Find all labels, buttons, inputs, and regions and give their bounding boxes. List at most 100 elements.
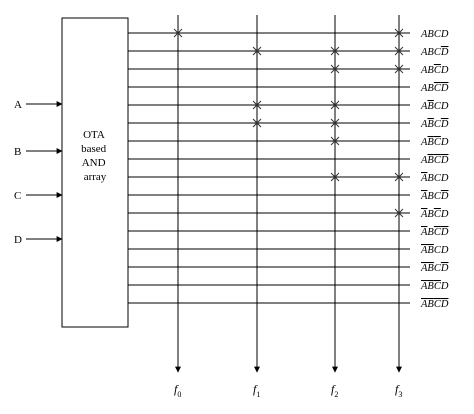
term-letter: C bbox=[434, 65, 442, 76]
term-letter: A bbox=[420, 47, 428, 58]
term-letter: B bbox=[427, 263, 434, 274]
inputs: A B C D bbox=[14, 99, 63, 246]
term-letter: A bbox=[420, 155, 428, 166]
product-term-label: ABCD bbox=[420, 173, 449, 184]
input-c-label: C bbox=[14, 190, 21, 202]
term-letter: D bbox=[440, 29, 449, 40]
output-label-sub: 2 bbox=[334, 390, 338, 399]
output-label-base: f bbox=[174, 382, 179, 396]
term-letter: D bbox=[440, 155, 449, 166]
term-letter: D bbox=[440, 245, 449, 256]
product-term-lines bbox=[128, 32, 410, 304]
input-a-label: A bbox=[14, 99, 22, 111]
term-letter: D bbox=[440, 191, 449, 202]
input-d: D bbox=[14, 234, 63, 246]
output-label-f2: f2 bbox=[331, 382, 338, 399]
cross-mark bbox=[173, 28, 183, 38]
term-letter: B bbox=[427, 101, 434, 112]
product-term-label: ABCD bbox=[420, 101, 449, 112]
term-letter: D bbox=[440, 173, 449, 184]
term-letter: D bbox=[440, 299, 449, 310]
term-letter: C bbox=[434, 227, 442, 238]
output-label-base: f bbox=[395, 382, 400, 396]
block-label-line-4: array bbox=[84, 171, 107, 183]
term-letter: B bbox=[427, 245, 434, 256]
term-letter: B bbox=[427, 119, 434, 130]
product-term-label: ABCD bbox=[420, 191, 449, 202]
term-letter: D bbox=[440, 119, 449, 130]
product-term-labels: ABCDABCDABCDABCDABCDABCDABCDABCDABCDABCD… bbox=[420, 29, 449, 310]
term-letter: C bbox=[434, 263, 442, 274]
term-letter: D bbox=[440, 83, 449, 94]
product-term-label: ABCD bbox=[420, 263, 449, 274]
product-term-label: ABCD bbox=[420, 83, 449, 94]
term-letter: A bbox=[420, 209, 428, 220]
term-letter: B bbox=[427, 65, 434, 76]
term-letter: C bbox=[434, 137, 442, 148]
term-letter: D bbox=[440, 65, 449, 76]
block-label-line-1: OTA bbox=[83, 129, 105, 141]
output-label-f3: f3 bbox=[395, 382, 402, 399]
term-letter: B bbox=[427, 83, 434, 94]
term-letter: D bbox=[440, 263, 449, 274]
term-letter: B bbox=[427, 29, 434, 40]
term-letter: A bbox=[420, 29, 428, 40]
output-lines bbox=[175, 15, 402, 373]
output-label-base: f bbox=[331, 382, 336, 396]
product-term-label: ABCD bbox=[420, 65, 449, 76]
input-c: C bbox=[14, 190, 63, 202]
term-letter: D bbox=[440, 209, 449, 220]
term-letter: B bbox=[427, 155, 434, 166]
term-letter: A bbox=[420, 281, 428, 292]
cross-mark bbox=[330, 100, 340, 110]
product-term-label: ABCD bbox=[420, 227, 449, 238]
block-label: OTA based AND array bbox=[81, 129, 109, 183]
input-b: B bbox=[14, 146, 63, 158]
term-letter: C bbox=[434, 209, 442, 220]
product-term-label: ABCD bbox=[420, 281, 449, 292]
term-letter: C bbox=[434, 281, 442, 292]
product-term-label: ABCD bbox=[420, 47, 449, 58]
term-letter: C bbox=[434, 83, 442, 94]
term-letter: A bbox=[420, 245, 428, 256]
term-letter: D bbox=[440, 227, 449, 238]
output-label-f0: f0 bbox=[174, 382, 181, 399]
input-d-label: D bbox=[14, 234, 22, 246]
cross-mark bbox=[330, 46, 340, 56]
output-label-base: f bbox=[253, 382, 258, 396]
product-term-label: ABCD bbox=[420, 299, 449, 310]
block-label-line-2: based bbox=[81, 143, 107, 155]
cross-mark bbox=[394, 46, 404, 56]
term-letter: D bbox=[440, 47, 449, 58]
product-term-label: ABCD bbox=[420, 119, 449, 130]
term-letter: A bbox=[420, 119, 428, 130]
term-letter: A bbox=[420, 227, 428, 238]
term-letter: C bbox=[434, 299, 442, 310]
product-term-label: ABCD bbox=[420, 245, 449, 256]
term-letter: B bbox=[427, 173, 434, 184]
term-letter: C bbox=[434, 101, 442, 112]
term-letter: B bbox=[427, 227, 434, 238]
term-letter: A bbox=[420, 263, 428, 274]
term-letter: A bbox=[420, 299, 428, 310]
term-letter: D bbox=[440, 281, 449, 292]
term-letter: C bbox=[434, 191, 442, 202]
term-letter: B bbox=[427, 47, 434, 58]
cross-mark bbox=[252, 118, 262, 128]
cross-mark bbox=[330, 136, 340, 146]
cross-mark bbox=[394, 172, 404, 182]
cross-mark bbox=[330, 64, 340, 74]
term-letter: C bbox=[434, 173, 442, 184]
term-letter: A bbox=[420, 83, 428, 94]
term-letter: C bbox=[434, 155, 442, 166]
input-a: A bbox=[14, 99, 63, 111]
cross-mark bbox=[394, 208, 404, 218]
and-array-block bbox=[61, 17, 129, 328]
term-letter: A bbox=[420, 101, 428, 112]
product-term-label: ABCD bbox=[420, 155, 449, 166]
connection-marks bbox=[173, 28, 404, 218]
term-letter: B bbox=[427, 299, 434, 310]
product-term-label: ABCD bbox=[420, 209, 449, 220]
